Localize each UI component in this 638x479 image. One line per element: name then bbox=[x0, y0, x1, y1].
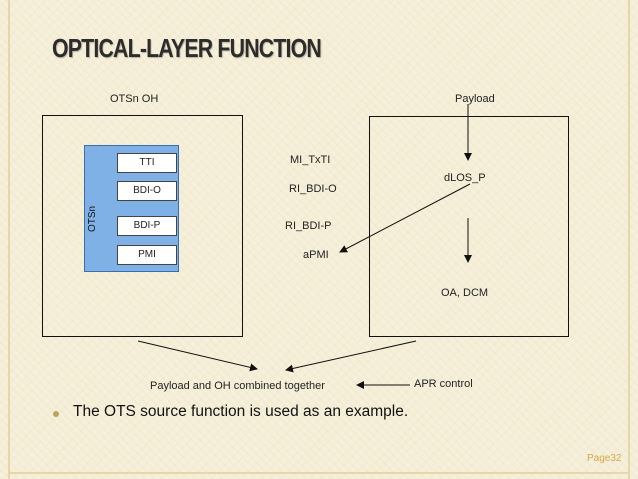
payload-box bbox=[369, 116, 569, 337]
bdi-p-field: BDI-P bbox=[117, 216, 177, 236]
tti-field: TTI bbox=[117, 153, 177, 173]
bullet-dot bbox=[53, 411, 59, 417]
bullet-text: The OTS source function is used as an ex… bbox=[73, 403, 409, 420]
slide-frame-bottom bbox=[8, 472, 630, 474]
dlos-to-apmi-arrow bbox=[339, 183, 471, 253]
combined-label: Payload and OH combined together bbox=[150, 380, 325, 392]
otsn-oh-label: OTSn OH bbox=[110, 93, 159, 105]
mi-txti-label: MI_TxTI bbox=[290, 154, 331, 166]
ri-bdi-p-label: RI_BDI-P bbox=[285, 220, 332, 232]
left-to-combined-arrow bbox=[137, 340, 258, 372]
otsn-oh-box bbox=[42, 115, 243, 337]
slide-frame-right bbox=[628, 0, 630, 479]
pmi-field: PMI bbox=[117, 245, 177, 265]
apr-control-label: APR control bbox=[414, 378, 473, 390]
slide-frame-left bbox=[8, 0, 10, 479]
right-to-combined-arrow bbox=[285, 340, 417, 373]
slide-title: OPTICAL-LAYER FUNCTION bbox=[52, 33, 322, 63]
bdi-o-field: BDI-O bbox=[117, 181, 177, 201]
payload-label: Payload bbox=[455, 93, 495, 105]
page-number: Page32 bbox=[587, 453, 622, 464]
dlos-p-label: dLOS_P bbox=[444, 172, 486, 184]
oa-dcm-label: OA, DCM bbox=[441, 287, 489, 299]
ri-bdi-o-label: RI_BDI-O bbox=[289, 183, 337, 195]
apmi-label: aPMI bbox=[303, 249, 329, 261]
